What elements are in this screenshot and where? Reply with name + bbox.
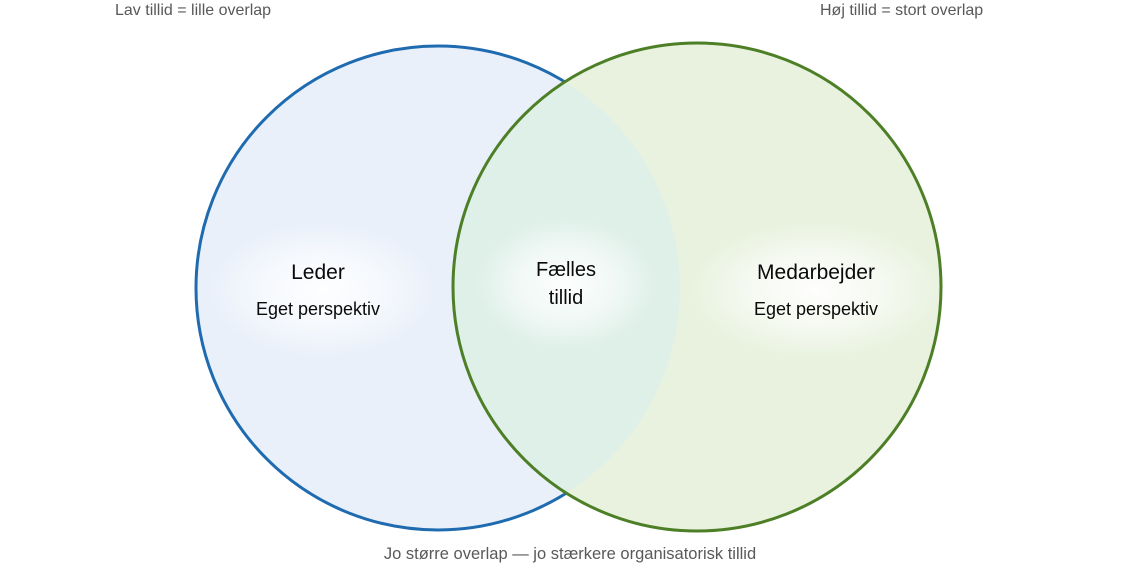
caption-high-trust: Høj tillid = stort overlap bbox=[820, 2, 984, 19]
left-label-glow bbox=[207, 222, 437, 358]
left-circle-label: Leder Eget perspektiv bbox=[256, 259, 380, 321]
right-circle-label: Medarbejder Eget perspektiv bbox=[754, 259, 878, 321]
overlap-label-line1: Fælles bbox=[535, 259, 597, 281]
overlap-label-line2: tillid bbox=[548, 287, 584, 309]
caption-low-trust: Lav tillid = lille overlap bbox=[115, 2, 272, 19]
overlap-label: Fælles tillid bbox=[536, 256, 596, 312]
right-circle-title: Medarbejder bbox=[757, 261, 875, 284]
center-label-glow bbox=[476, 218, 656, 350]
right-circle-outline bbox=[451, 41, 943, 533]
right-circle-subtitle: Eget perspektiv bbox=[753, 299, 879, 319]
caption-bottom-conclusion: Jo større overlap — jo stærkere organisa… bbox=[383, 545, 757, 563]
right-label-glow bbox=[691, 222, 941, 358]
left-circle-subtitle: Eget perspektiv bbox=[255, 299, 381, 319]
left-circle-title: Leder bbox=[291, 261, 345, 284]
